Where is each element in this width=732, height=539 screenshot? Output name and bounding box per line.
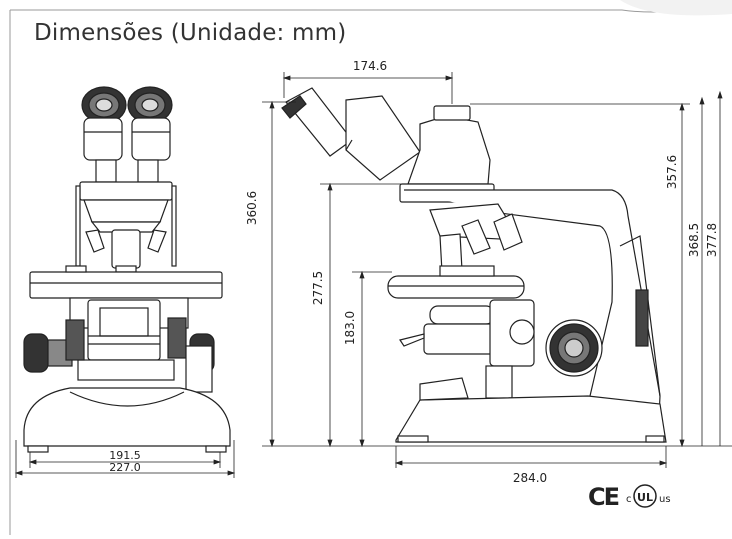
front-width-inner-label: 191.5 (109, 449, 141, 462)
svg-text:CE: CE (588, 483, 619, 511)
side-objectives (429, 203, 523, 273)
front-dimension-lines (14, 440, 236, 478)
side-view-microscope (281, 87, 667, 443)
page-title: Dimensões (Unidade: mm) (34, 20, 347, 46)
dim-top-width-label: 174.6 (353, 59, 387, 73)
front-stage (29, 265, 223, 299)
dim-condenser-height-label: 183.0 (343, 311, 357, 345)
dim-stage-height-label: 277.5 (311, 271, 325, 305)
side-eyepieces (281, 87, 421, 181)
front-view-microscope (23, 86, 231, 453)
svg-text:us: us (659, 494, 671, 505)
side-dimension-lines (262, 72, 732, 468)
svg-text:c: c (626, 494, 632, 505)
front-width-outer-label: 227.0 (109, 461, 141, 474)
side-base (395, 377, 667, 443)
front-head (75, 181, 177, 267)
dim-368-height-label: 368.5 (687, 223, 701, 257)
side-arm (404, 189, 661, 437)
dim-total-height-label: 360.6 (245, 191, 259, 225)
dim-side-depth-label: 284.0 (513, 471, 547, 485)
front-body (69, 297, 189, 381)
front-eyepieces (81, 86, 173, 183)
front-focus-knobs (23, 317, 215, 393)
ul-mark-icon: c UL us (626, 484, 671, 508)
dim-eyepiece-height-label: 357.6 (665, 155, 679, 189)
dim-377-height-label: 377.8 (705, 223, 719, 257)
svg-text:UL: UL (637, 491, 653, 504)
front-base (23, 387, 231, 453)
ce-mark-icon: CE (588, 483, 621, 511)
side-stage (387, 265, 525, 299)
side-focus-knob (545, 319, 603, 377)
side-condenser (399, 299, 535, 399)
front-objectives (85, 221, 167, 273)
